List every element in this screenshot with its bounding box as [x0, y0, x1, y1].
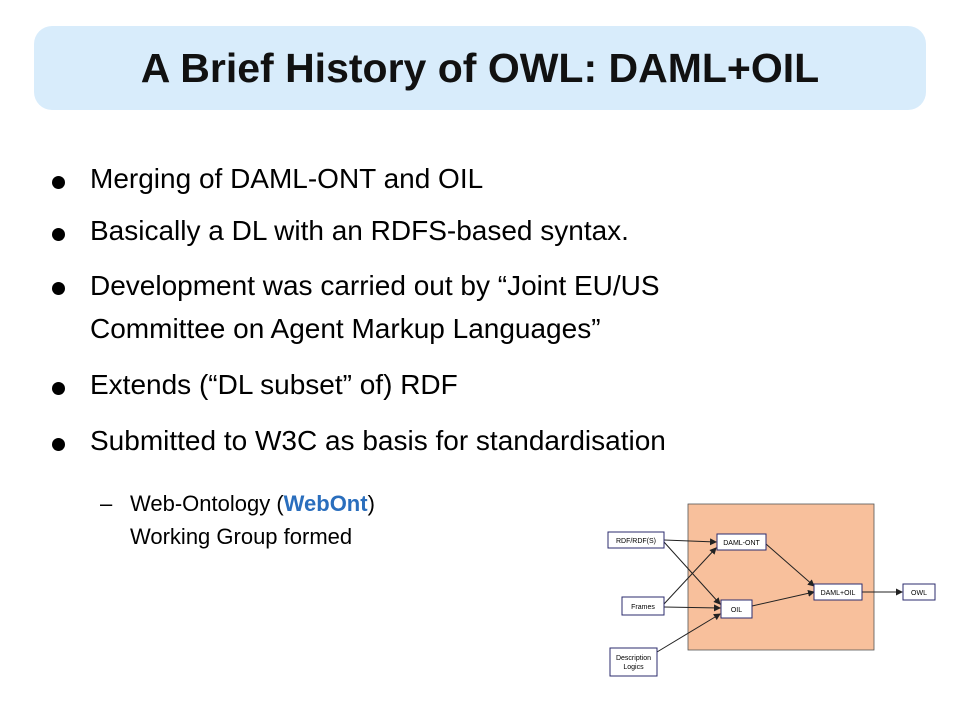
node-oil: OIL [720, 599, 753, 619]
arrow-dl-to-oil [656, 613, 721, 653]
arrow-rdf-to-oil [663, 541, 721, 605]
bullet-item: Basically a DL with an RDFS-based syntax… [52, 212, 912, 250]
bullet-text: Committee on Agent Markup Languages” [90, 313, 601, 344]
bullet-list: Merging of DAML-ONT and OIL Basically a … [52, 150, 912, 460]
node-rdf-label: RDF/RDF(S) [616, 538, 656, 545]
node-rdf: RDF/RDF(S) [607, 531, 665, 549]
arrow-damlont-to-damloil [765, 543, 815, 587]
bullet-dot-icon [52, 382, 65, 395]
node-dl-label-2: Logics [623, 664, 644, 671]
sub-bullet-dash: – [100, 491, 113, 516]
bullet-text: Submitted to W3C as basis for standardis… [90, 425, 666, 456]
bullet-item: Submitted to W3C as basis for standardis… [52, 422, 912, 460]
bullet-item: Merging of DAML-ONT and OIL [52, 160, 912, 198]
arrows [656, 538, 903, 653]
arrow-frames-to-damlont [663, 547, 717, 605]
bullet-text: Extends (“DL subset” of) RDF [90, 369, 458, 400]
webont-highlight: WebOnt [283, 491, 368, 516]
bullet-text: Merging of DAML-ONT and OIL [90, 163, 484, 194]
node-damlont-label: DAML-ONT [723, 540, 760, 547]
node-dl-label-1: Description [616, 655, 651, 662]
bullet-dot-icon [52, 228, 65, 241]
node-frames: Frames [621, 596, 665, 616]
bullet-text: Development was carried out by “Joint EU… [90, 270, 660, 301]
bullet-dot-icon [52, 176, 65, 189]
bullet-dot-icon [52, 438, 65, 451]
sub-bullet-suffix: ) [367, 491, 375, 516]
node-damloil-label: DAML+OIL [821, 590, 856, 597]
bullet-dot-icon [52, 282, 65, 295]
arrow-frames-to-oil [663, 604, 721, 612]
node-owl: OWL [902, 583, 936, 601]
sub-bullet-text: Web-Ontology (WebOnt) Working Group form… [130, 487, 375, 553]
sub-bullet-prefix: Web-Ontology ( [130, 491, 284, 516]
node-owl-label: OWL [911, 590, 927, 597]
node-description-logics: Description Logics [609, 647, 658, 677]
sub-bullet-line2: Working Group formed [130, 524, 353, 549]
arrow-oil-to-damloil [751, 589, 815, 607]
slide-title: A Brief History of OWL: DAML+OIL [140, 45, 820, 91]
owl-history-diagram: RDF/RDF(S) Frames Description Logics DAM… [607, 503, 936, 677]
node-daml-ont: DAML-ONT [716, 533, 767, 551]
node-frames-label: Frames [631, 604, 655, 611]
bullet-text: Basically a DL with an RDFS-based syntax… [90, 215, 629, 246]
node-daml-oil: DAML+OIL [813, 583, 863, 601]
daml-panel [687, 503, 875, 651]
node-oil-label: OIL [731, 607, 742, 614]
bullet-item: Development was carried out by “Joint EU… [52, 264, 912, 350]
title-banner [34, 26, 926, 110]
arrow-rdf-to-damlont [663, 538, 717, 546]
bullet-item: Extends (“DL subset” of) RDF [52, 366, 912, 404]
